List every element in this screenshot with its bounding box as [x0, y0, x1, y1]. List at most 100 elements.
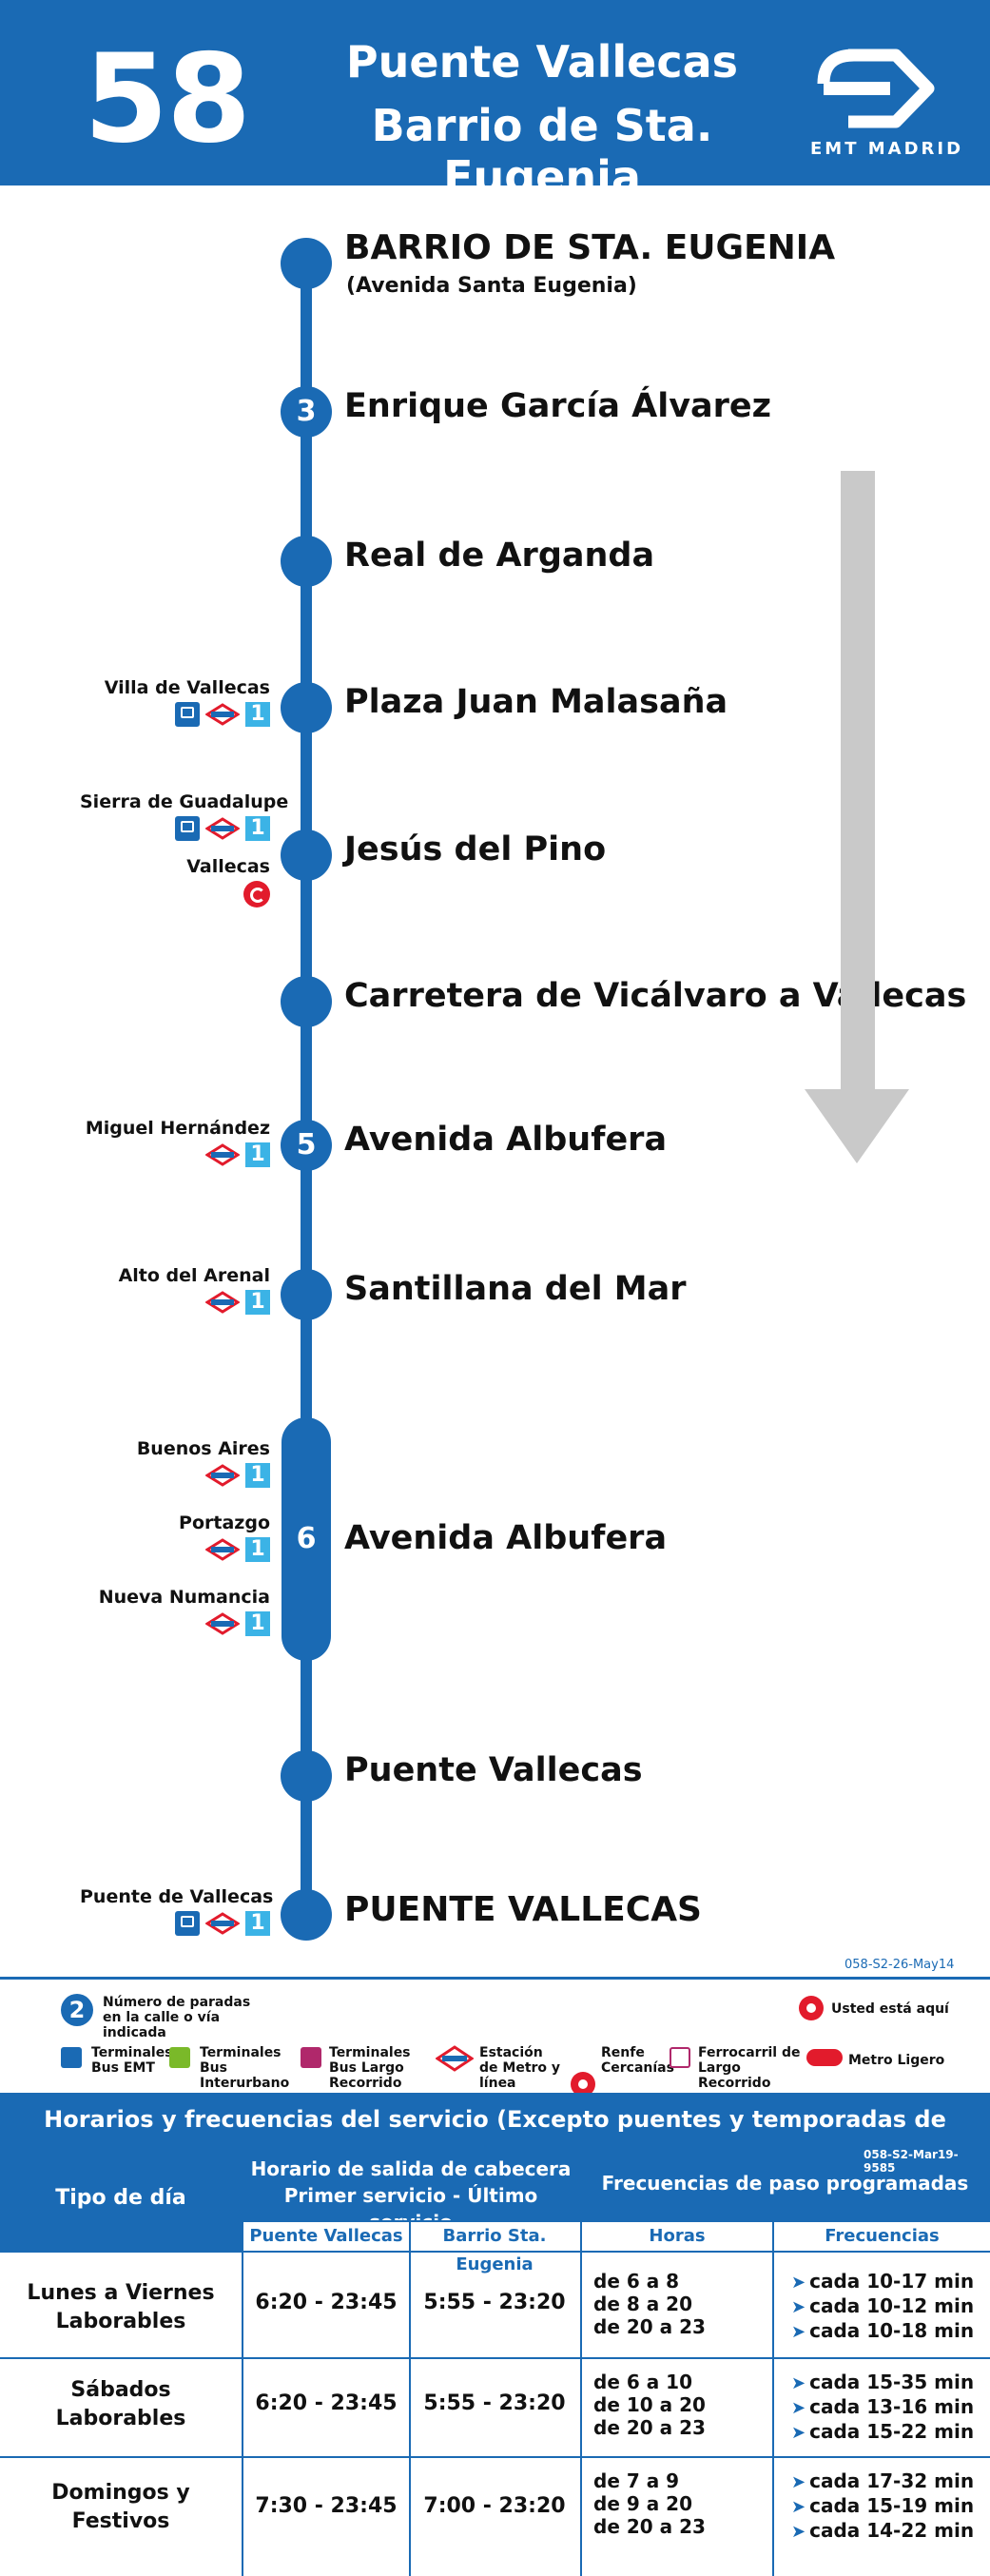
metro-icon — [205, 1612, 240, 1635]
stop-name: Avenida Albufera — [344, 1519, 668, 1557]
first-last-cell: 6:20 - 23:45 — [255, 2391, 398, 2415]
frequency-line: cada 10-18 min — [809, 2319, 975, 2342]
legend-label: Terminales Bus EMT — [91, 2045, 173, 2076]
day-type-line: Festivos — [71, 2509, 170, 2533]
stop-name: Puente Vallecas — [344, 1751, 643, 1789]
col-departures-line1: Horario de salida de cabecera — [250, 2157, 572, 2180]
metro-line-badge: 1 — [245, 1142, 270, 1167]
frequency-line: cada 10-12 min — [809, 2294, 975, 2317]
connection-vallecas-renfe: Vallecas — [80, 856, 270, 907]
connection-nueva-numancia: Nueva Numancia 1 — [80, 1587, 270, 1638]
arrow-icon: ➤ — [791, 2373, 806, 2393]
connection-villa-de-vallecas: Villa de Vallecas 1 — [80, 677, 270, 729]
stop-name: Avenida Albufera — [344, 1121, 668, 1159]
metro-line-badge: 1 — [245, 1463, 270, 1488]
connection-name: Alto del Arenal — [118, 1265, 270, 1286]
connection-name: Vallecas — [186, 856, 270, 877]
frequency-cell: ➤cada 10-17 min ➤cada 10-12 min ➤cada 10… — [791, 2270, 974, 2344]
renfe-icon — [571, 2072, 595, 2097]
hours-line: de 20 a 23 — [593, 2515, 706, 2538]
map-code: 058-S2-26-May14 — [844, 1958, 955, 1972]
metro-line-badge: 1 — [245, 1611, 270, 1636]
arrow-icon: ➤ — [791, 2423, 806, 2443]
stop-count: 6 — [296, 1522, 317, 1555]
bus-emt-icon — [175, 702, 200, 727]
line-number: 58 — [84, 29, 251, 170]
metro-line-badge: 1 — [245, 702, 270, 727]
bus-interurbano-icon — [169, 2047, 190, 2068]
stop-marker — [281, 536, 332, 587]
connection-name: Buenos Aires — [136, 1438, 270, 1459]
grid-line — [580, 2146, 582, 2576]
route-title-destination: Barrio de Sta. Eugenia — [371, 100, 713, 203]
connection-portazgo: Portazgo 1 — [80, 1512, 270, 1564]
first-last-cell: 5:55 - 23:20 — [423, 2291, 566, 2314]
hours-line: de 6 a 8 — [593, 2270, 680, 2293]
col-departures: Horario de salida de cabecera Primer ser… — [242, 2146, 580, 2234]
metro-icon — [205, 1143, 240, 1166]
frequency-line: cada 17-32 min — [809, 2469, 975, 2492]
frequency-line: cada 15-19 min — [809, 2494, 975, 2517]
grid-line — [0, 2456, 990, 2458]
stop-marker — [281, 1889, 332, 1941]
metro-line-badge: 1 — [245, 1290, 270, 1315]
metro-icon — [436, 2045, 474, 2072]
first-last-cell: 6:20 - 23:45 — [255, 2291, 398, 2314]
route-title-origin: Puente Vallecas — [345, 36, 739, 88]
bus-emt-icon — [61, 2047, 82, 2068]
emt-logo-icon — [817, 49, 935, 128]
arrow-icon: ➤ — [791, 2398, 806, 2418]
stop-name: Plaza Juan Malasaña — [344, 683, 728, 721]
train-icon — [670, 2047, 690, 2068]
metro-line-badge: 1 — [245, 1537, 270, 1562]
bus-emt-icon — [175, 1911, 200, 1936]
grid-line — [409, 2220, 411, 2576]
day-type-line: Domingos y — [51, 2481, 190, 2505]
first-last-cell: 5:55 - 23:20 — [423, 2391, 566, 2415]
direction-arrow-icon — [805, 471, 909, 1163]
stop-marker — [281, 1269, 332, 1320]
hours-line: de 9 a 20 — [593, 2492, 693, 2515]
first-last-cell: 7:00 - 23:20 — [423, 2494, 566, 2518]
grid-line — [242, 2220, 243, 2576]
metro-icon — [205, 1291, 240, 1314]
arrow-icon: ➤ — [791, 2322, 806, 2342]
col-departures-line2: Primer servicio - Último servicio — [283, 2184, 538, 2234]
grid-line — [0, 2357, 990, 2359]
frequency-cell: ➤cada 15-35 min ➤cada 13-16 min ➤cada 15… — [791, 2371, 974, 2445]
col-frequencies: Frecuencias de paso programadas — [580, 2146, 990, 2220]
sub-from-b: Barrio Sta. Eugenia — [442, 2226, 547, 2274]
stop-marker — [281, 976, 332, 1027]
metro-icon — [205, 1912, 240, 1935]
day-type-line: Laborables — [55, 2407, 186, 2430]
stop-group-marker: 6 — [281, 1417, 331, 1661]
day-type-cell: Lunes a Viernes Laborables — [0, 2279, 242, 2336]
grid-line — [242, 2220, 990, 2222]
bus-largo-recorrido-icon — [301, 2047, 321, 2068]
legend-label: Renfe Cercanías — [601, 2045, 674, 2076]
stop-marker: 3 — [281, 386, 332, 438]
connection-buenos-aires: Buenos Aires 1 — [80, 1438, 270, 1490]
hours-line: de 6 a 10 — [593, 2371, 693, 2393]
frequency-line: cada 15-35 min — [809, 2371, 975, 2393]
day-type-cell: Sábados Laborables — [0, 2376, 242, 2433]
connection-name: Villa de Vallecas — [104, 677, 270, 698]
hours-line: de 8 a 20 — [593, 2293, 693, 2315]
route-line — [301, 255, 312, 1920]
frequency-line: cada 10-17 min — [809, 2270, 975, 2293]
metro-icon — [205, 1538, 240, 1561]
day-type-line: Laborables — [55, 2310, 186, 2333]
stop-name: Santillana del Mar — [344, 1270, 687, 1308]
you-are-here-label: Usted está aquí — [831, 2001, 949, 2017]
frequency-line: cada 15-22 min — [809, 2420, 975, 2443]
hours-cell: de 6 a 10 de 10 a 20 de 20 a 23 — [593, 2371, 706, 2439]
grid-line — [772, 2220, 774, 2576]
stop-name: Enrique García Álvarez — [344, 387, 772, 425]
stop-marker — [281, 238, 332, 289]
legend-label: Estación de Metro y línea — [479, 2045, 561, 2091]
arrow-icon: ➤ — [791, 2522, 806, 2542]
stop-name: Jesús del Pino — [344, 830, 607, 868]
stop-marker — [281, 1750, 332, 1802]
day-type-line: Lunes a Viernes — [27, 2281, 215, 2305]
day-type-line: Sábados — [70, 2378, 171, 2402]
